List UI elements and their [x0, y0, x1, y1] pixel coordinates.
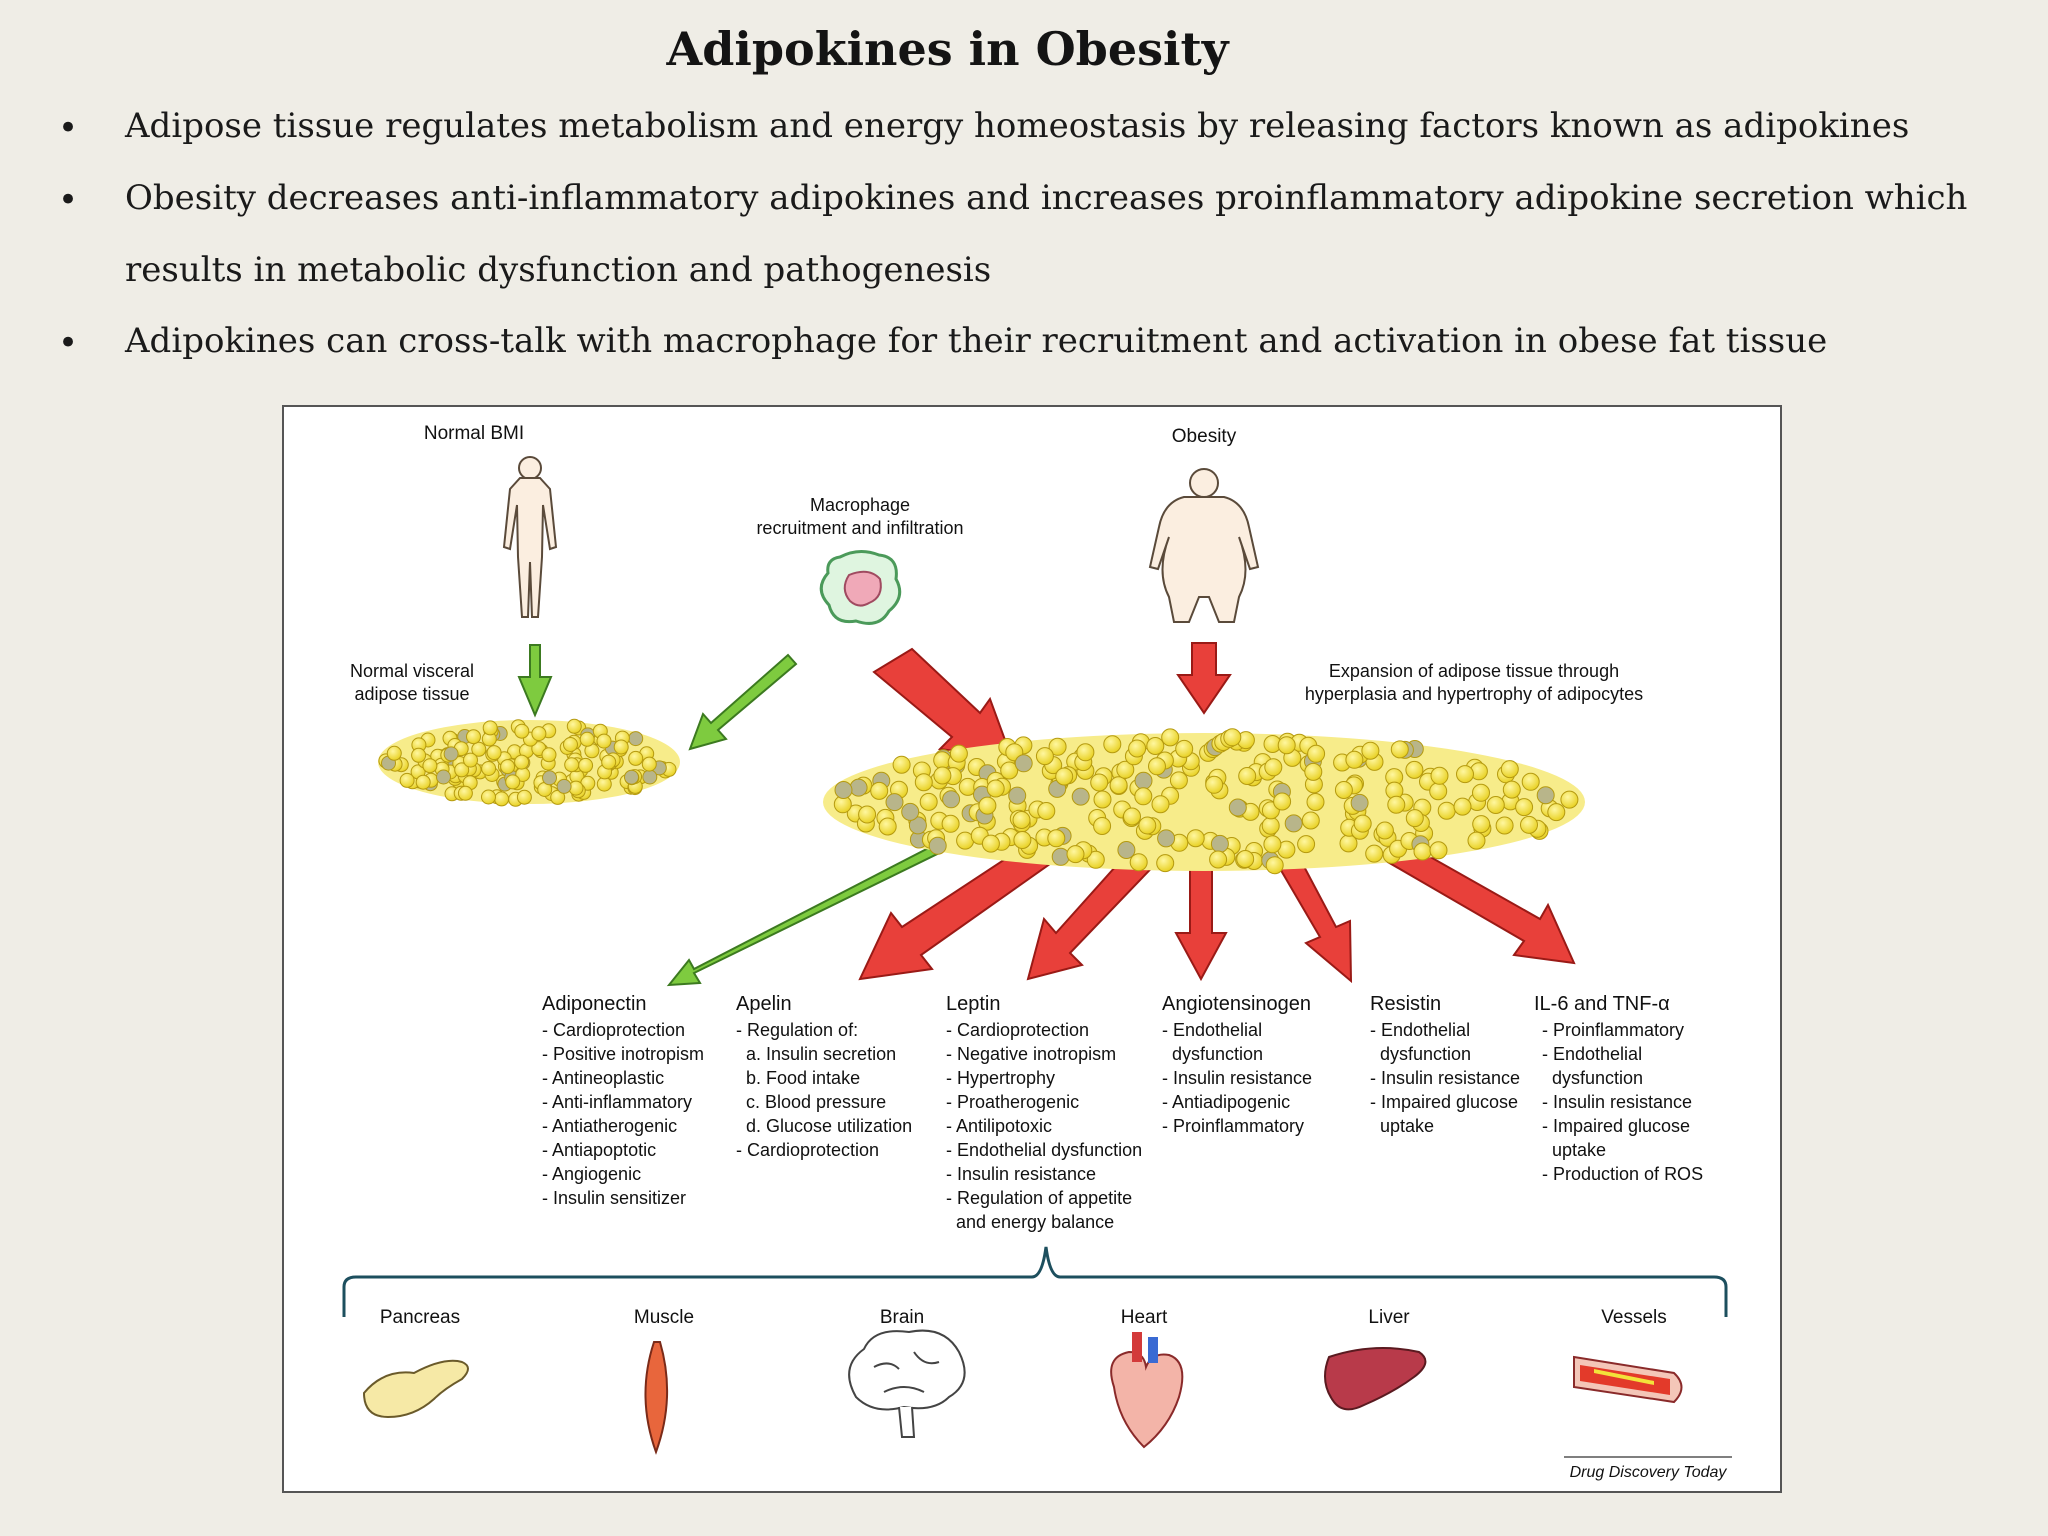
- adipokine-effect: - Insulin resistance: [1162, 1068, 1312, 1088]
- adipokine-effect: - Antilipotoxic: [946, 1116, 1052, 1136]
- adipokine-name: Leptin: [946, 993, 1001, 1015]
- adipokine-effect: - Production of ROS: [1542, 1164, 1703, 1184]
- adipokine-effect: - Antineoplastic: [542, 1068, 664, 1088]
- organ-label: Brain: [880, 1307, 924, 1328]
- adipokine-effect: - Positive inotropism: [542, 1044, 704, 1064]
- adipokine-effect: - Insulin resistance: [1370, 1068, 1520, 1088]
- adipokine-effect: - Regulation of:: [736, 1020, 858, 1040]
- adipokine-effect: uptake: [1542, 1140, 1606, 1160]
- adipokine-name: Apelin: [736, 993, 792, 1015]
- expanded-adipose-tissue-icon: [823, 728, 1585, 875]
- adipokine-effect: - Endothelial: [1370, 1020, 1470, 1040]
- bullet-dot: •: [58, 108, 79, 148]
- bullet-dot: •: [58, 323, 79, 363]
- adipokine-effect: a. Insulin secretion: [736, 1044, 896, 1064]
- heart-icon: [1110, 1332, 1184, 1449]
- figure-canvas: Normal BMI Obesity Macrophage recruitmen…: [342, 423, 1732, 1481]
- adipokine-figure: Normal BMI Obesity Macrophage recruitmen…: [282, 405, 1782, 1493]
- adipokine-effect: - Negative inotropism: [946, 1044, 1116, 1064]
- adipokine-effect: - Regulation of appetite: [946, 1188, 1132, 1208]
- adipokine-effect: - Cardioprotection: [736, 1140, 879, 1160]
- adipokine-effect: - Proinflammatory: [1542, 1020, 1684, 1040]
- bullet-1-line-1: Adipose tissue regulates metabolism and …: [125, 106, 1910, 146]
- bullet-2-line-2: results in metabolic dysfunction and pat…: [125, 250, 992, 290]
- angiotensinogen-arrow: [1174, 862, 1228, 982]
- muscle-icon: [644, 1341, 669, 1455]
- adipokine-effect: d. Glucose utilization: [736, 1116, 912, 1136]
- bullet-dot: •: [58, 180, 79, 220]
- adipokine-effect: uptake: [1370, 1116, 1434, 1136]
- organ-label: Liver: [1368, 1307, 1410, 1328]
- adipokine-effect: - Antiadipogenic: [1162, 1092, 1290, 1112]
- adipokine-effect: - Endothelial: [1162, 1020, 1262, 1040]
- normal-tissue-label-1: Normal visceral: [350, 661, 474, 681]
- adipokine-name: Resistin: [1370, 993, 1441, 1015]
- adipokine-name: IL-6 and TNF-α: [1534, 993, 1670, 1015]
- normal-to-tissue-arrow: [517, 644, 553, 718]
- adipokine-effect: - Anti-inflammatory: [542, 1092, 692, 1112]
- pancreas-icon: [362, 1359, 469, 1419]
- expansion-label-2: hyperplasia and hypertrophy of adipocyte…: [1305, 684, 1643, 704]
- brain-icon: [848, 1329, 966, 1438]
- macrophage-label-1: Macrophage: [810, 495, 910, 515]
- obesity-to-tissue-arrow: [1176, 642, 1232, 715]
- adipokine-effect: - Impaired glucose: [1542, 1116, 1690, 1136]
- organ-label: Muscle: [634, 1307, 694, 1328]
- macrophage-label-2: recruitment and infiltration: [756, 518, 963, 538]
- adipokine-effect: c. Blood pressure: [736, 1092, 886, 1112]
- adipokine-effect: - Endothelial dysfunction: [946, 1140, 1142, 1160]
- organ-labels: Pancreas Muscle Brain Heart Liver Vessels: [380, 1307, 1667, 1328]
- red-arrows: [858, 642, 1576, 984]
- adipokine-effect: - Cardioprotection: [542, 1020, 685, 1040]
- expansion-label-1: Expansion of adipose tissue through: [1329, 661, 1619, 681]
- adipokine-effect: - Angiogenic: [542, 1164, 641, 1184]
- adipokine-effect: - Antiapoptotic: [542, 1140, 656, 1160]
- credit-label: Drug Discovery Today: [1570, 1464, 1728, 1481]
- adipokine-effect: - Impaired glucose: [1370, 1092, 1518, 1112]
- macrophage-icon: [819, 550, 902, 625]
- organ-bracket: [342, 1246, 1728, 1317]
- adipokine-effect: - Proatherogenic: [946, 1092, 1079, 1112]
- adipokine-effect: and energy balance: [946, 1212, 1114, 1232]
- obesity-label: Obesity: [1172, 426, 1237, 447]
- organ-label: Heart: [1121, 1307, 1168, 1328]
- bullet-2-line-1: Obesity decreases anti-inflammatory adip…: [125, 178, 1968, 218]
- adipokine-effect: - Endothelial: [1542, 1044, 1642, 1064]
- adipokine-effect: - Hypertrophy: [946, 1068, 1055, 1088]
- adipokine-effect: - Cardioprotection: [946, 1020, 1089, 1040]
- apelin-arrow: [858, 825, 1076, 981]
- adipokine-effect: dysfunction: [1370, 1044, 1471, 1064]
- liver-icon: [1324, 1347, 1427, 1411]
- macrophage-to-normal-arrow: [688, 653, 798, 751]
- vessel-icon: [1573, 1355, 1683, 1404]
- adipokine-name: Angiotensinogen: [1162, 993, 1311, 1015]
- normal-adipose-tissue-icon: [378, 718, 680, 807]
- adipokine-effect: - Proinflammatory: [1162, 1116, 1304, 1136]
- adipokine-effect: - Antiatherogenic: [542, 1116, 677, 1136]
- adipokine-effect: - Insulin sensitizer: [542, 1188, 686, 1208]
- slide-title: Adipokines in Obesity: [666, 22, 1229, 76]
- adipokine-effect: dysfunction: [1542, 1068, 1643, 1088]
- adipokine-effect: dysfunction: [1162, 1044, 1263, 1064]
- normal-tissue-label-2: adipose tissue: [354, 684, 469, 704]
- obese-body-icon: [1148, 468, 1260, 623]
- organ-label: Pancreas: [380, 1307, 460, 1328]
- macrophage-to-obese-arrow: [872, 647, 1014, 761]
- adipokine-name: Adiponectin: [542, 993, 647, 1015]
- adipokine-effect: - Insulin resistance: [946, 1164, 1096, 1184]
- normal-bmi-label: Normal BMI: [424, 423, 524, 444]
- bullet-3-line-1: Adipokines can cross-talk with macrophag…: [125, 321, 1828, 361]
- adipokine-effect: - Insulin resistance: [1542, 1092, 1692, 1112]
- normal-body-icon: [502, 456, 558, 618]
- adipokine-columns: Adiponectin - Cardioprotection - Positive …: [542, 993, 1703, 1232]
- adipokine-effect: b. Food intake: [736, 1068, 860, 1088]
- organ-label: Vessels: [1601, 1307, 1666, 1328]
